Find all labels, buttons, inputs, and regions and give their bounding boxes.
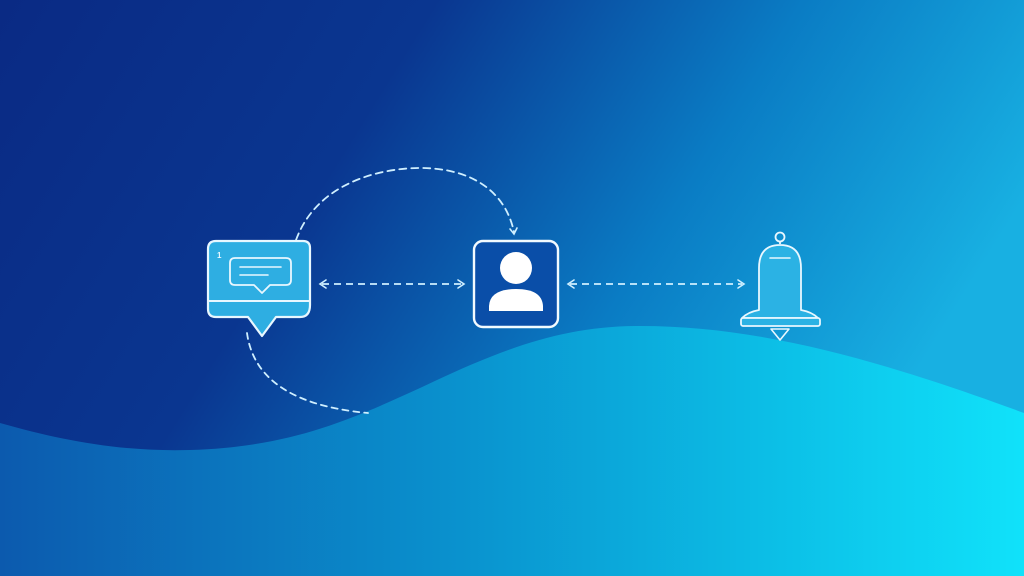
user-avatar-icon[interactable] <box>472 239 560 329</box>
arrow-left-icon <box>318 279 327 289</box>
arrow-right-icon <box>457 279 466 289</box>
connector-message-user <box>318 279 466 289</box>
arc-connector-top <box>295 167 515 241</box>
message-badge: 1 <box>217 251 222 260</box>
chat-message-icon[interactable]: 1 <box>206 239 312 338</box>
bell-icon[interactable] <box>740 231 821 341</box>
arc-arrowhead-icon <box>509 227 518 236</box>
arc-connector-bottom <box>246 332 369 414</box>
connector-user-bell <box>566 279 746 289</box>
arrow-right-icon <box>737 279 746 289</box>
wave-shape <box>0 326 1024 576</box>
arrow-left-icon <box>566 279 575 289</box>
